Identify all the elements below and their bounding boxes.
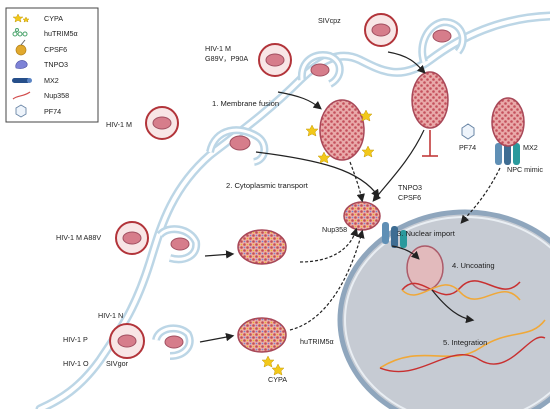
legend-label-hutrim5a: huTRIM5α bbox=[44, 29, 78, 38]
step-uncoating: 4. Uncoating bbox=[452, 261, 495, 270]
step-integration: 5. Integration bbox=[443, 338, 487, 347]
label-hiv1m-a88v: HIV-1 M A88V bbox=[56, 233, 101, 242]
label-pf74: PF74 bbox=[459, 143, 476, 152]
mx2-icon bbox=[12, 78, 32, 83]
label-tnpo3: TNPO3 bbox=[398, 183, 422, 192]
label-npc-mimic: NPC mimic bbox=[507, 165, 543, 174]
label-hiv1m: HIV-1 M bbox=[106, 120, 132, 129]
virion-sivcpz bbox=[364, 13, 398, 47]
pf74-inhibition bbox=[422, 123, 475, 157]
legend-label-tnpo3: TNPO3 bbox=[44, 60, 68, 69]
legend: CYPA huTRIM5α CPSF6 TNPO3 MX2 Nup358 PF7… bbox=[5, 7, 99, 123]
legend-label-nup358: Nup358 bbox=[44, 91, 69, 100]
membrane-pocket-3 bbox=[418, 17, 467, 64]
label-sivgor: SIVgor bbox=[106, 359, 129, 368]
virion-hiv1m-g89v bbox=[258, 43, 292, 77]
cypa-stars bbox=[261, 109, 375, 376]
pf74-icon bbox=[15, 104, 27, 118]
capsid-nuclear-import bbox=[343, 201, 381, 231]
label-hiv1m-g89v-line1: HIV-1 M bbox=[205, 44, 231, 53]
label-mx2: MX2 bbox=[523, 143, 538, 152]
virion-hiv1m-a88v bbox=[115, 221, 149, 255]
capsid-pf74 bbox=[411, 71, 449, 129]
nup358-icon bbox=[12, 91, 31, 100]
label-hiv1n: HIV-1 N bbox=[98, 311, 123, 320]
virion-hiv1-npo bbox=[109, 323, 145, 359]
step-nuclear-import: 3. Nuclear import bbox=[397, 229, 456, 238]
legend-label-cypa: CYPA bbox=[44, 14, 63, 23]
label-hiv1m-g89v-line2: G89V，P90A bbox=[205, 54, 248, 63]
nucleus bbox=[337, 209, 550, 414]
step-membrane-fusion: 1. Membrane fusion bbox=[212, 99, 279, 108]
label-cpsf6: CPSF6 bbox=[398, 193, 421, 202]
membrane-pocket-1 bbox=[206, 126, 269, 166]
viral-dna-strand bbox=[401, 280, 521, 301]
capsid-a88v bbox=[237, 229, 287, 265]
label-cypa: CYPA bbox=[268, 375, 287, 384]
trim5a-icon bbox=[12, 28, 28, 37]
nuclear-pore-complex bbox=[382, 222, 407, 248]
npc-mimic bbox=[495, 143, 520, 165]
membrane-pocket-5 bbox=[152, 324, 194, 360]
cpsf6-icon bbox=[15, 39, 27, 56]
membrane-pocket-2 bbox=[297, 51, 344, 88]
label-nup358: Nup358 bbox=[322, 225, 347, 234]
legend-label-cpsf6: CPSF6 bbox=[44, 45, 67, 54]
cypa-icon bbox=[12, 13, 30, 23]
capsid-cypa-bound bbox=[319, 99, 365, 161]
integrated-dna-strand bbox=[379, 319, 546, 373]
tnpo3-icon bbox=[15, 60, 28, 69]
flow-arrows bbox=[199, 51, 501, 343]
step-cytoplasmic-transport: 2. Cytoplasmic transport bbox=[226, 181, 309, 190]
capsid-npc-mimic bbox=[491, 97, 525, 147]
legend-label-pf74: PF74 bbox=[44, 107, 61, 116]
virion-hiv1m bbox=[145, 106, 179, 140]
legend-label-mx2: MX2 bbox=[44, 76, 59, 85]
label-hutrim5a: huTRIM5α bbox=[300, 337, 334, 346]
capsid-trim5a bbox=[237, 317, 287, 353]
membrane-pocket-4 bbox=[156, 225, 201, 264]
label-hiv1p: HIV-1 P bbox=[63, 335, 88, 344]
label-hiv1o: HIV-1 O bbox=[63, 359, 89, 368]
label-sivcpz: SIVcpz bbox=[318, 16, 341, 25]
